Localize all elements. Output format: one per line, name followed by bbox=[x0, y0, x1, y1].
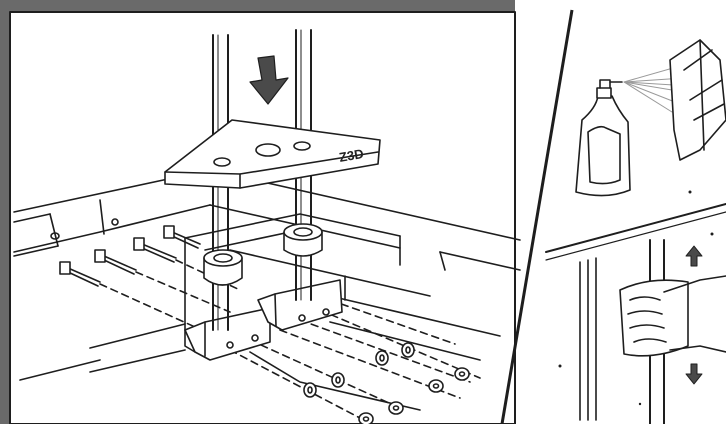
spray-target-icon bbox=[670, 40, 726, 160]
washer bbox=[402, 343, 414, 357]
nut bbox=[455, 368, 469, 380]
washer bbox=[332, 373, 344, 387]
nut bbox=[429, 380, 443, 392]
spacer-ring-left bbox=[204, 250, 242, 285]
guide-bars bbox=[580, 258, 596, 420]
spray-bottle-icon bbox=[576, 80, 630, 196]
spray-step bbox=[576, 40, 726, 196]
main-panel: Z3D bbox=[0, 0, 520, 424]
side-panel bbox=[546, 40, 726, 424]
up-arrow-icon bbox=[686, 246, 702, 266]
nut bbox=[389, 402, 403, 414]
spacer-ring-right bbox=[284, 224, 322, 256]
main-panel-frame bbox=[0, 0, 515, 424]
washer bbox=[376, 351, 388, 365]
sleeve bbox=[620, 280, 688, 356]
washer bbox=[304, 383, 316, 397]
down-arrow-icon bbox=[686, 364, 702, 384]
nut bbox=[359, 413, 373, 424]
